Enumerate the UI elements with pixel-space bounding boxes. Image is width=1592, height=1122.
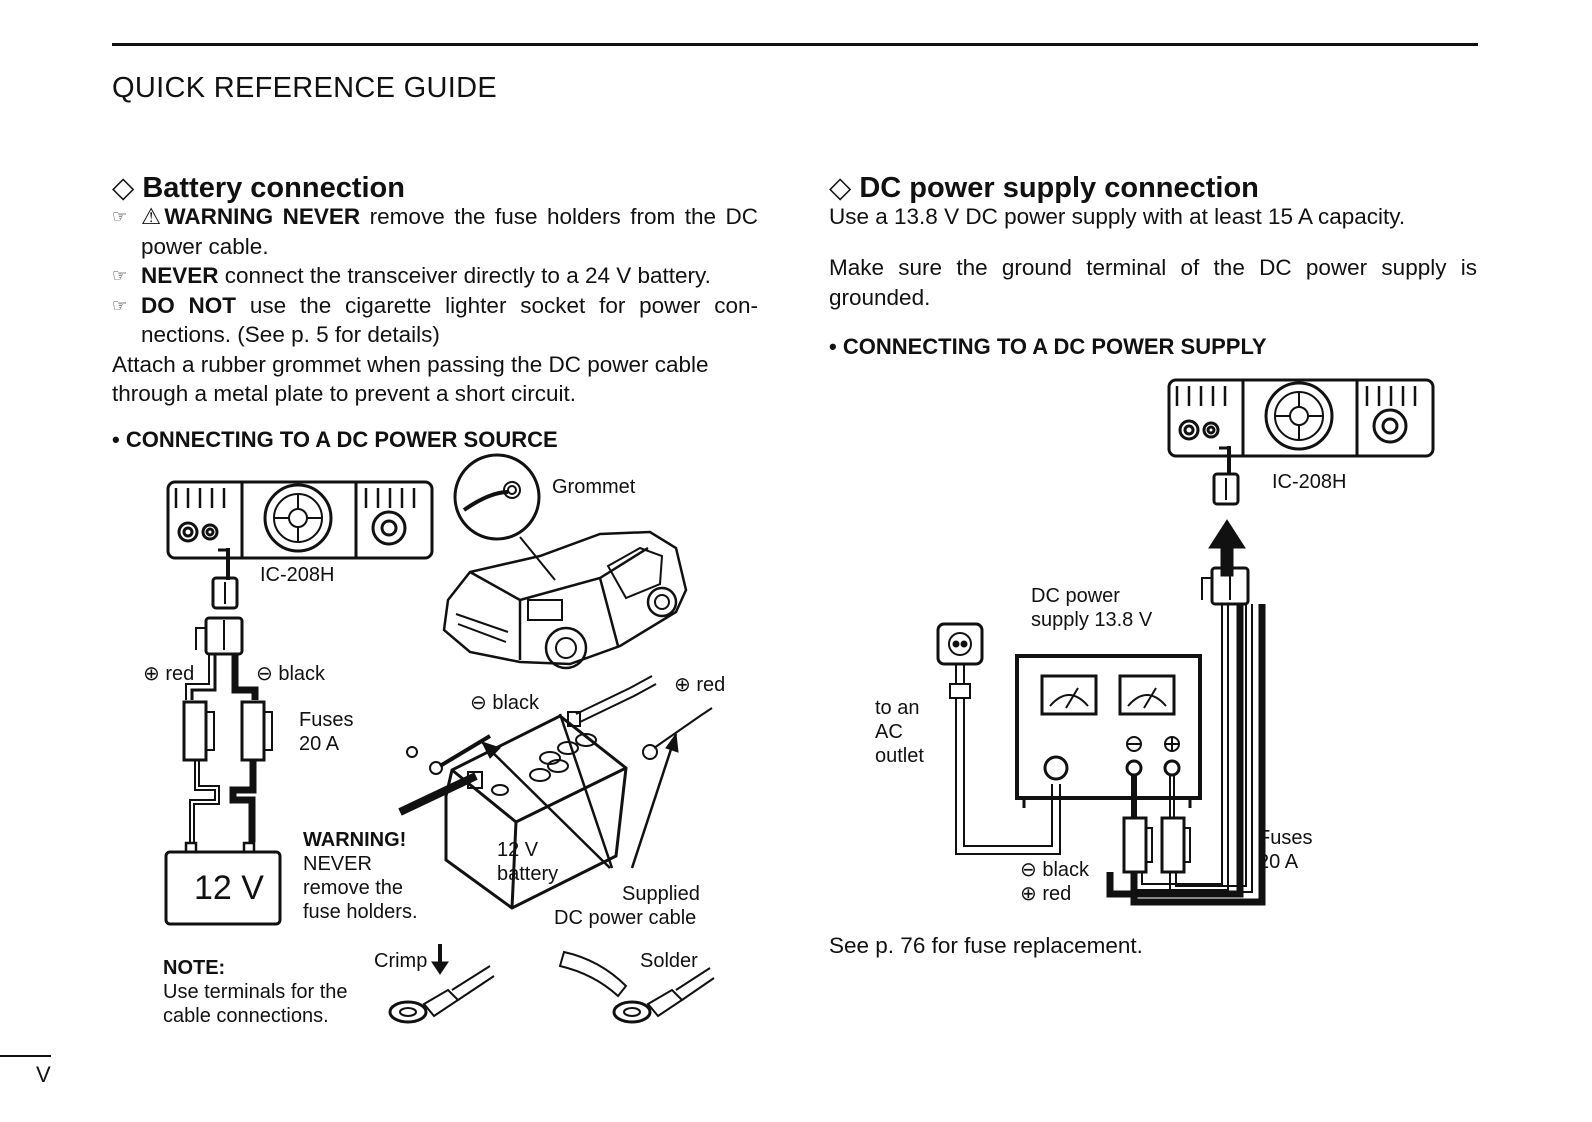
psu-red-label: ⊕ red xyxy=(1020,883,1072,905)
do-not-bullet: ☞ DO NOT use the cigarette lighter socke… xyxy=(112,292,759,348)
note-line-2: cable connections. xyxy=(163,1005,329,1027)
transceiver-illustration xyxy=(166,480,434,560)
fuses-label: Fuses xyxy=(299,709,354,731)
note-title: NOTE: xyxy=(163,957,226,979)
ac-label-1: to an xyxy=(875,697,920,719)
red-terminal-label: ⊕ red xyxy=(674,674,726,696)
diamond-outline-icon: ◇ xyxy=(829,172,852,204)
fuse-replacement-note: See p. 76 for fuse replacement. xyxy=(829,933,1143,958)
psu-paragraph-1: Use a 13.8 V DC power supply with at lea… xyxy=(829,204,1406,229)
transceiver-illustration xyxy=(1167,378,1435,458)
model-label: IC-208H xyxy=(260,564,335,586)
psu-label-2: supply 13.8 V xyxy=(1031,609,1153,631)
red-lead-label: ⊕ red xyxy=(143,663,195,685)
car-illustration xyxy=(442,530,688,670)
diamond-outline-icon: ◇ xyxy=(112,172,135,204)
grommet-paragraph: Attach a rubber grommet when passing the… xyxy=(112,351,709,407)
pointing-hand-icon: ☞ xyxy=(112,295,128,315)
psu-paragraph-2: Make sure the ground terminal of the DC … xyxy=(829,255,1477,310)
warning-line-3: fuse holders. xyxy=(303,901,418,923)
battery-instructions: ☞ ⚠WARNING NEVER remove the fuse holders… xyxy=(112,202,758,409)
battery-connection-heading: ◇Battery connection xyxy=(112,172,405,204)
battery-label-1: 12 V xyxy=(497,839,539,861)
warning-line-1: NEVER xyxy=(303,853,372,875)
never-bullet: ☞ NEVER connect the transceiver directly… xyxy=(112,261,758,291)
crimp-label: Crimp xyxy=(374,950,428,972)
pointing-hand-icon: ☞ xyxy=(112,207,128,226)
warning-triangle-icon: ⚠ xyxy=(141,204,165,229)
supplied-label-1: Supplied xyxy=(622,883,700,905)
footer-rule xyxy=(0,1055,51,1057)
page-title: QUICK REFERENCE GUIDE xyxy=(112,72,497,104)
car-battery-illustration xyxy=(444,711,628,910)
dc-power-supply-subheading: • CONNECTING TO A DC POWER SUPPLY xyxy=(829,334,1267,359)
battery-box-label: 12 V xyxy=(194,869,264,907)
battery-label-2: battery xyxy=(497,863,559,885)
black-lead-label: ⊖ black xyxy=(256,663,326,685)
psu-model-label: IC-208H xyxy=(1272,471,1347,493)
page-number: V xyxy=(36,1062,51,1087)
pointing-hand-icon: ☞ xyxy=(112,266,128,285)
ac-label-3: outlet xyxy=(875,745,924,767)
grommet-label: Grommet xyxy=(552,476,636,498)
psu-black-label: ⊖ black xyxy=(1020,859,1090,881)
warning-title: WARNING! xyxy=(303,829,407,851)
dc-power-source-subheading: • CONNECTING TO A DC POWER SOURCE xyxy=(112,427,558,452)
solder-label: Solder xyxy=(640,950,698,972)
psu-label-1: DC power xyxy=(1031,585,1120,607)
fuses-rating-label: 20 A xyxy=(299,733,340,755)
header-rule xyxy=(112,43,1478,46)
note-line-1: Use terminals for the xyxy=(163,981,348,1003)
black-terminal-label: ⊖ black xyxy=(470,692,540,714)
ac-label-2: AC xyxy=(875,721,903,743)
psu-fuses-rating-label: 20 A xyxy=(1258,851,1299,873)
psu-fuses-label: Fuses xyxy=(1258,827,1313,849)
warning-bullet: ☞ ⚠WARNING NEVER remove the fuse holders… xyxy=(112,204,759,259)
warning-line-2: remove the xyxy=(303,877,404,899)
supplied-label-2: DC power cable xyxy=(554,907,697,929)
dc-power-supply-heading: ◇DC power supply connection xyxy=(829,172,1259,204)
